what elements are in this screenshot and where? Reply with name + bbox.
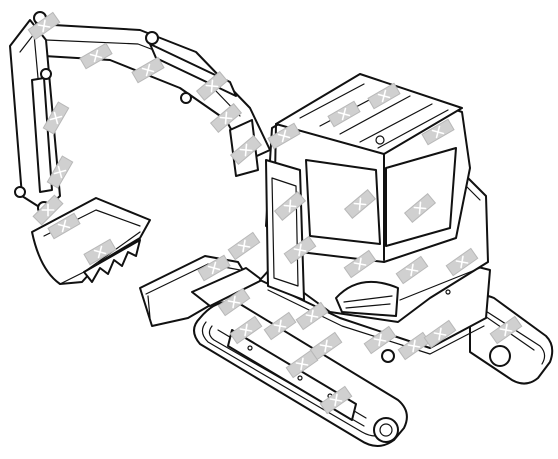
tape-marker-icon	[395, 255, 429, 285]
tape-marker-icon	[343, 249, 377, 279]
tape-marker-icon	[227, 231, 261, 261]
tape-marker-icon	[445, 247, 479, 277]
tape-marker-icon	[489, 315, 523, 345]
tape-marker-icon	[309, 331, 343, 361]
tape-marker-icon	[273, 191, 307, 221]
tape-marker-icon	[363, 325, 397, 355]
tape-marker-icon	[47, 212, 81, 240]
tape-marker-icon	[327, 100, 361, 128]
tape-marker-icon	[195, 71, 229, 101]
tape-marker-icon	[46, 155, 74, 189]
tape-marker-icon	[83, 238, 117, 266]
tape-marker-icon	[319, 385, 353, 415]
tape-marker-icon	[285, 349, 319, 379]
tape-marker-icon	[421, 118, 455, 146]
tape-marker-icon	[229, 135, 263, 165]
tape-marker-icon	[263, 311, 297, 341]
tape-marker-icon	[423, 319, 457, 349]
tape-marker-icon	[131, 56, 165, 84]
tape-marker-icon	[343, 189, 377, 219]
tape-marker-icon	[32, 194, 64, 226]
tape-marker-icon	[197, 254, 231, 282]
tape-marker-icon	[42, 101, 70, 135]
tape-marker-icon	[403, 193, 437, 223]
arm	[9, 19, 61, 215]
tape-marker-icon	[27, 11, 61, 41]
tape-marker-icon	[367, 82, 401, 110]
tape-marker-icon	[267, 122, 301, 150]
tape-marker-icon	[283, 235, 317, 265]
tape-marker-icon	[79, 42, 113, 70]
tape-marker-icon	[229, 315, 263, 345]
tape-marker-icon	[295, 301, 329, 331]
tape-markers	[27, 11, 523, 415]
tape-marker-icon	[209, 103, 243, 133]
tape-marker-icon	[397, 331, 431, 361]
tape-marker-icon	[217, 287, 251, 317]
bucket	[31, 197, 151, 285]
